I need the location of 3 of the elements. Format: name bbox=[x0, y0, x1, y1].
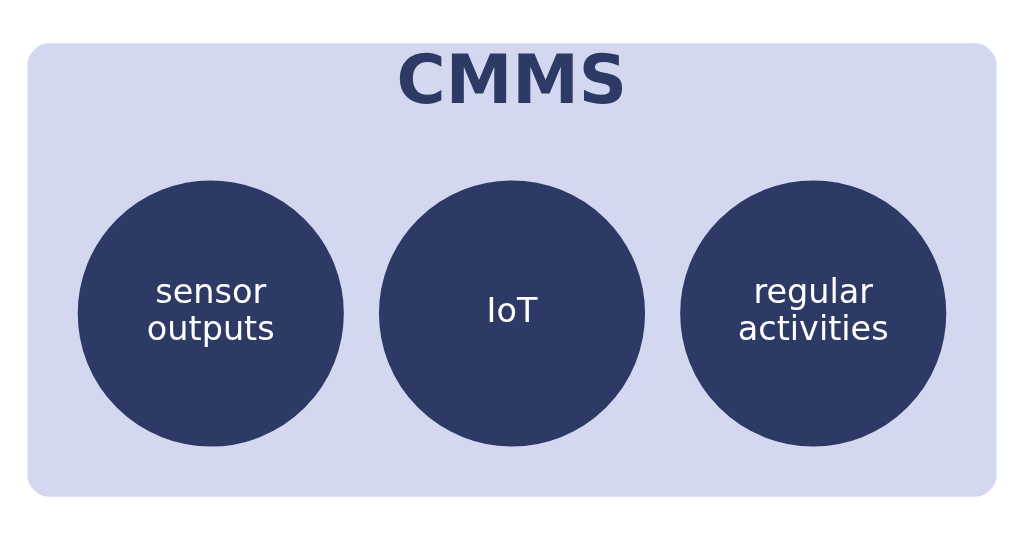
node-circle: regular activities bbox=[680, 180, 947, 447]
node-circle: sensor outputs bbox=[77, 180, 344, 447]
node-circle: IoT bbox=[378, 180, 646, 447]
